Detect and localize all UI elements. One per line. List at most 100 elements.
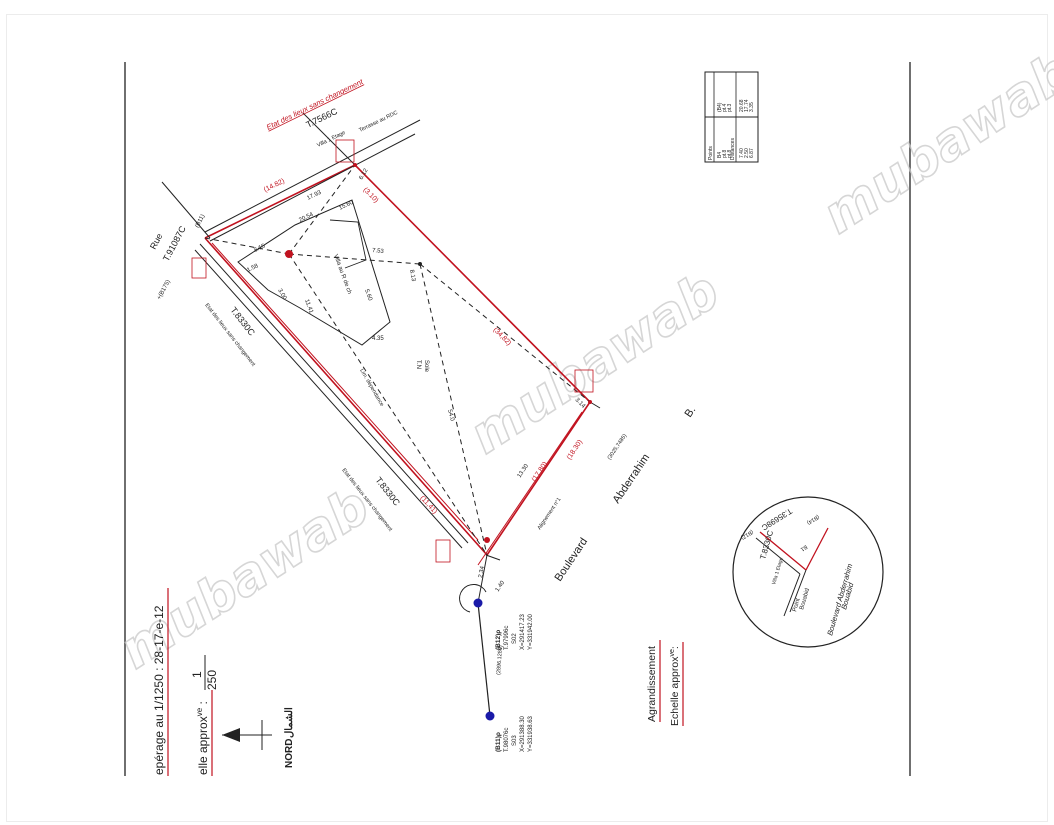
point-marker xyxy=(353,163,357,167)
borne-marker xyxy=(485,711,495,721)
watermark-text: mubawab xyxy=(812,41,1054,246)
borne-b12-block: (B12)ρ T.97996c S02 X=291417.23 Y=331942… xyxy=(495,613,534,650)
watermark-text: mubawab xyxy=(109,476,380,681)
distance-label: 1.58 xyxy=(246,263,260,274)
distance-label: 3.00 xyxy=(276,288,287,302)
borne-link xyxy=(477,602,491,717)
table-cell: 3.35 xyxy=(749,102,755,112)
dashed-lines xyxy=(204,164,591,556)
table-cell: B4 xyxy=(717,152,723,158)
table-cell: pt.3 xyxy=(727,103,733,112)
inset-borne: B1 xyxy=(799,543,808,552)
annotation-label: Alignement n°1 xyxy=(537,497,563,531)
villa-inner xyxy=(329,219,367,269)
distance-label: 15.60 xyxy=(338,200,355,212)
borne-marker xyxy=(473,598,483,608)
borne-link xyxy=(477,554,488,604)
point-marker xyxy=(285,250,293,258)
borne-title: T.98076c xyxy=(504,728,510,752)
lot-boundary xyxy=(204,164,591,566)
distance-label: (3025,7485) xyxy=(607,433,629,461)
nord-label: NORD xyxy=(284,739,295,768)
distance-label: 11.41 xyxy=(303,299,314,315)
borne-b11-block: (B11)ρ T.98076c S03 X=291388.30 Y=331938… xyxy=(495,715,534,752)
document-page xyxy=(6,14,1048,822)
distance-label: 17.93 xyxy=(306,190,323,202)
point-marker xyxy=(484,537,490,543)
annotation-label: T.N xyxy=(415,360,421,369)
echelle2-label: Echelle approxve: xyxy=(669,646,681,726)
distances-table: Points Distances B4 pt.8 pt.8 7.40 2.50 … xyxy=(704,71,759,163)
table-cell: pt.8 xyxy=(722,149,728,158)
annotation-label: Villa 1 Etage xyxy=(316,130,346,149)
table-header: Distances xyxy=(730,138,736,160)
distance-label: 8.15 xyxy=(253,243,267,254)
borne-x: X=291388.30 xyxy=(520,715,526,752)
distance-label: 8.13 xyxy=(408,269,416,282)
rue-boundary xyxy=(161,112,601,561)
table-cell: 6.87 xyxy=(749,148,755,158)
agrandissement-label: Agrandissement xyxy=(646,646,658,722)
annotation-label: Sole xyxy=(423,360,429,373)
point-marker xyxy=(588,400,592,404)
distance-label: 7.53 xyxy=(372,248,385,255)
distance-label: (2896.1280) xyxy=(496,645,504,675)
echelle-text: elle approxve : xyxy=(195,701,210,775)
table-header: Points xyxy=(708,146,714,160)
borne-y: Y=331938.63 xyxy=(528,715,534,752)
distance-label: 13.30 xyxy=(517,463,531,479)
distance-label: 1.40 xyxy=(495,580,507,594)
table-cell: pt.4 xyxy=(722,103,728,112)
inset-circle: T.35698C T.8330C (B14) (B12) B1 Boulevar… xyxy=(732,496,884,648)
inset-point: Point xyxy=(792,597,802,612)
street-label: Abderrahim xyxy=(611,452,653,506)
annotation-label: Villa au R de ch xyxy=(332,254,352,295)
distance-label: (34,82) xyxy=(492,326,513,347)
distance-label: 2.34 xyxy=(478,565,486,578)
point-marker xyxy=(418,262,422,266)
annotation-label: Terrasse au RDC xyxy=(358,110,399,134)
distance-label: 54.0 xyxy=(446,409,455,422)
table-cell: 20.68 xyxy=(739,99,745,112)
distance-label: (3.10) xyxy=(362,186,380,204)
table-cell: 17.74 xyxy=(744,99,750,112)
distance-label: (17,80) xyxy=(531,461,549,483)
callout-box xyxy=(191,257,207,279)
borne-label: (B11)ρ xyxy=(495,732,502,752)
borne-label: (B11) xyxy=(194,214,206,229)
street-label: Boulevard xyxy=(553,536,591,584)
borne-number: S02 xyxy=(512,633,518,644)
callout-box xyxy=(335,139,355,163)
borne-x: X=291417.23 xyxy=(520,613,526,650)
table-cell: 7.40 xyxy=(739,148,745,158)
table-cell: pt.8 xyxy=(727,149,733,158)
street-label: Rue xyxy=(148,232,165,251)
watermark-text: mubawab xyxy=(459,261,730,466)
distance-label: 4.35 xyxy=(372,336,384,342)
distance-label: 5.60 xyxy=(363,289,373,303)
inset-point: Bouabid xyxy=(799,588,811,611)
street-label: B. xyxy=(683,404,699,419)
borne-label: (B12)ρ xyxy=(495,630,502,650)
distance-label: (18.30) xyxy=(566,439,584,461)
title-label: T.91087C xyxy=(161,224,188,263)
callout-box xyxy=(574,369,594,393)
north-arrow: NORD الشمال xyxy=(222,707,295,768)
table-cell: (B4) xyxy=(717,102,723,112)
borne-title: T.97996c xyxy=(504,626,510,650)
annotation-label: Lim. dépendance xyxy=(358,368,384,408)
table-cell: 2.50 xyxy=(744,148,750,158)
distance-label: 6.12 xyxy=(359,167,370,181)
borne-number: S03 xyxy=(512,735,518,746)
scale-block: epérage au 1/1250 : 28-17-e-12 elle appr… xyxy=(152,588,219,776)
echelle-numerator: 1 xyxy=(190,671,204,678)
echelle-denominator: 250 xyxy=(205,670,219,690)
scale-text: epérage au 1/1250 : 28-17-e-12 xyxy=(152,605,166,775)
villa-outline xyxy=(237,199,391,346)
borne-label: +(B175) xyxy=(156,279,171,301)
callout-box xyxy=(435,539,451,563)
title-label: T.8330C xyxy=(373,475,402,508)
borne-y: Y=331942.00 xyxy=(528,613,534,650)
arc-symbol xyxy=(459,583,487,613)
